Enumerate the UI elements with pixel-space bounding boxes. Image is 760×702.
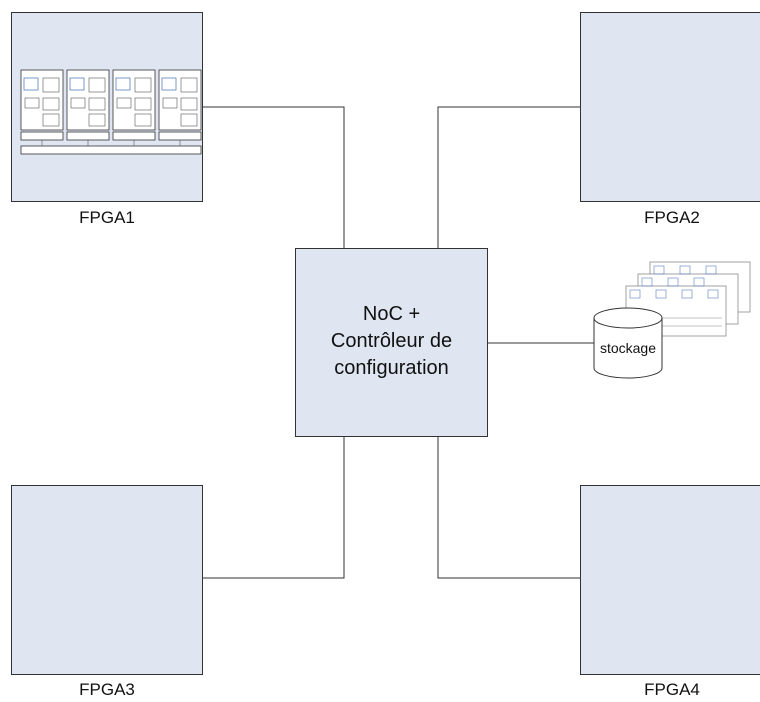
link-fpga1: [203, 106, 345, 248]
fpga1-label: FPGA1: [79, 208, 135, 227]
link-fpga3: [203, 437, 345, 579]
center-line-2: Contrôleur de: [330, 330, 453, 352]
link-fpga2: [437, 106, 580, 248]
fpga1-box: [11, 12, 203, 202]
fpga3-box: [11, 485, 203, 675]
noc-controller-box: NoC + Contrôleur de configuration: [295, 248, 488, 437]
fpga2-box: [580, 12, 760, 202]
storage-label: stockage: [599, 340, 657, 356]
noc-controller-text: NoC + Contrôleur de configuration: [296, 301, 487, 382]
center-line-3: configuration: [334, 357, 449, 379]
hardware-architecture-thumbnail: [20, 69, 202, 155]
fpga3-label: FPGA3: [79, 680, 135, 699]
link-fpga4: [437, 437, 580, 579]
fpga4-label: FPGA4: [644, 680, 700, 699]
center-line-1: NoC +: [362, 303, 421, 325]
fpga4-box: [580, 485, 760, 675]
fpga2-label: FPGA2: [644, 208, 700, 227]
